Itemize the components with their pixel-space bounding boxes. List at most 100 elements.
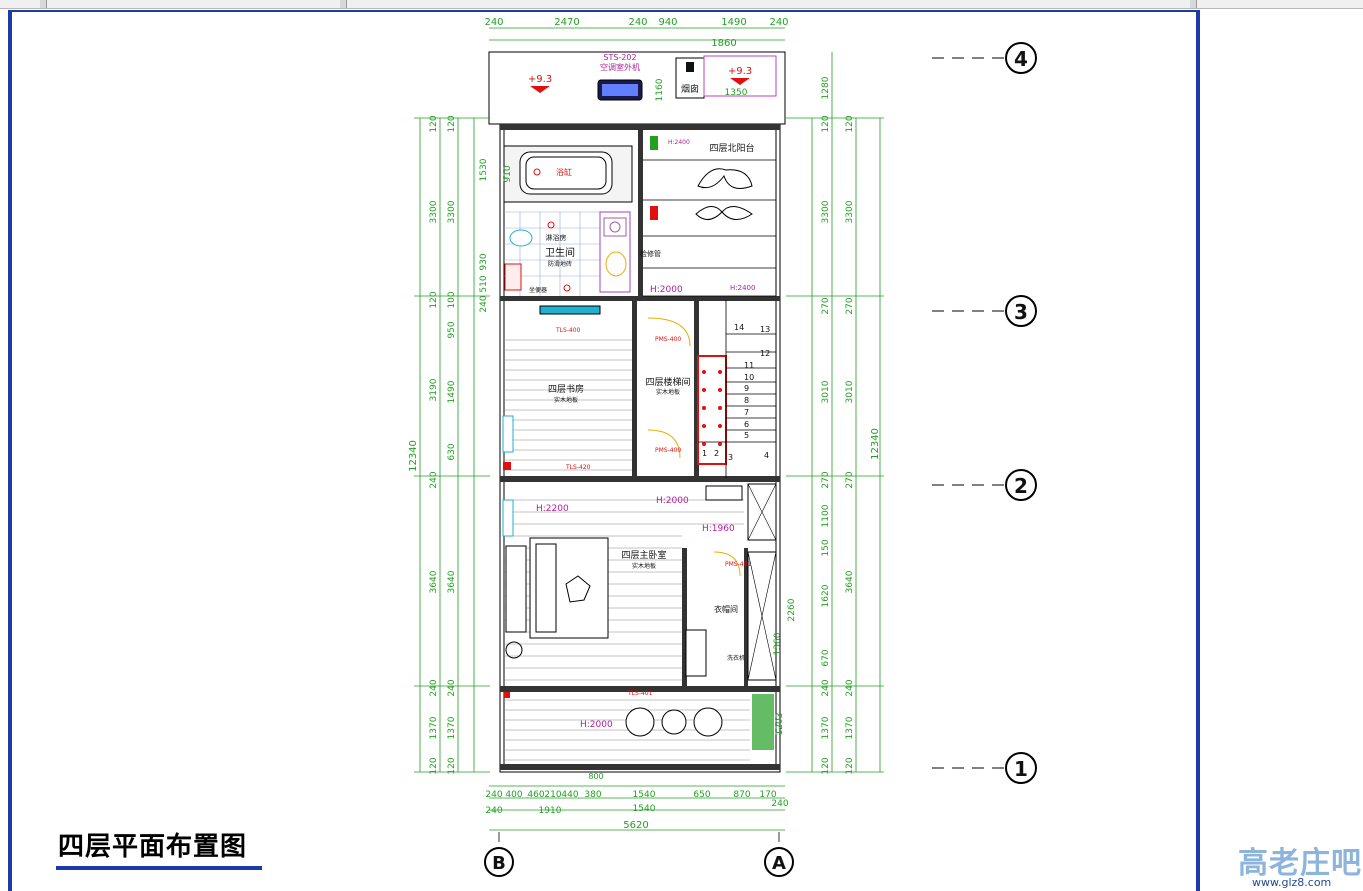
level-mark-left: +9.3 [528,74,552,85]
stair-step-5: 5 [744,431,749,440]
dim-left: 3300 [429,200,439,223]
wall [500,476,780,482]
shelf-icon [705,485,743,501]
dim-ext [786,117,884,773]
height-h5: H:2000 [580,720,613,730]
sink-icon [603,217,627,237]
stair-step-7: 7 [744,408,749,417]
stair-step-10: 10 [744,373,754,382]
dim-left: 630 [447,443,457,460]
dim-line [419,118,475,772]
tub-label: 浴缸 [556,167,572,177]
stair-step-12: 12 [760,349,770,358]
axis-label-3: 3 [1014,300,1028,324]
level-triangle-icon [730,78,750,85]
stair-step-3: 3 [728,453,733,462]
dim-left: 120 [447,115,457,132]
washbasin-icon [504,263,522,291]
pipe-shaft-label: 检修管 [640,249,661,258]
stair-step-4: 4 [764,451,769,460]
dim-bottom: 1540 [633,804,656,814]
dim-right: 270 [821,471,831,488]
planter-icon [752,694,774,750]
dim-top: 1350 [725,88,748,98]
dim-right: 270 [845,471,855,488]
baluster [702,424,706,428]
dim-left: 240 [447,679,457,696]
dim-bottom: 400 [505,790,522,800]
dim-left: 950 [447,321,457,338]
closet-label: 衣帽间 [714,604,738,614]
wall [500,124,780,130]
dim-left: 1370 [447,716,457,739]
stair-step-11: 11 [744,361,754,370]
dim-right: 270 [821,297,831,314]
dim-left: 120 [429,757,439,774]
axis-bubble [1005,752,1037,784]
axis-label-a: A [772,853,786,874]
height-h4: H:1960 [702,524,735,534]
dim-top: 240 [628,17,647,28]
dim-left-total: 12340 [408,440,419,472]
height-h6: H:2400 [730,284,755,292]
bed-headboard [535,543,557,633]
dim-right: 240 [821,679,831,696]
axis-bubble [1005,469,1037,501]
bath-label: 卫生间 [545,246,575,259]
door-swing [647,317,691,347]
dim-bottom: 440 [561,790,578,800]
code-tl2: TLS-420 [565,464,591,471]
axis-bubble [484,847,514,877]
wardrobe-cross [747,551,777,681]
dim-right: 1620 [821,584,831,607]
baluster [718,406,722,410]
dim-right: 2260 [787,598,797,621]
level-triangle-icon [530,86,550,93]
code-pm2: PMS-400 [655,447,681,454]
frame-right-border [1196,10,1200,891]
baluster [702,406,706,410]
extinguisher-icon [650,206,658,220]
dim-bottom: 800 [588,772,603,781]
bathtub [519,151,613,195]
dim-right: 120 [845,757,855,774]
axis-bubble [1005,42,1037,74]
stair-step-6: 6 [744,420,749,429]
stair-step-2: 2 [714,449,719,458]
stair-step-9: 9 [744,384,749,393]
dim-left: 120 [429,115,439,132]
study-label: 四层书房 [548,383,584,395]
dim-right: 1370 [845,716,855,739]
baluster [702,442,706,446]
baluster [718,370,722,374]
bed-throw-icon [565,575,591,603]
stair-step-14: 14 [734,323,744,332]
dim-bottom: 1910 [539,806,562,816]
dim-left: 240 [429,471,439,488]
dim-left: 120 [447,757,457,774]
terrace-zone [703,55,777,97]
dim-ext [414,117,490,773]
toolbar-tick [40,0,47,8]
height-h3: H:2200 [536,504,569,514]
dim-right: 3010 [821,380,831,403]
height-h1: H:2000 [650,285,683,295]
dim-line [811,52,881,772]
level-mark-right: +9.3 [728,66,752,77]
watermark: 高老庄吧 www.glz8.com [1238,836,1362,890]
wall [694,300,699,478]
dim-right: 1360 [773,632,783,655]
socket-icon [504,692,510,698]
wardrobe-cross [747,483,777,541]
baluster [702,370,706,374]
dim-left: 120 [429,291,439,308]
wall [500,296,780,301]
code-tl3: TLS-401 [627,690,653,697]
watermark-logo: 高老庄吧 [1238,846,1362,881]
tub-drain-icon [533,168,541,176]
washer-label: 洗衣机 [727,654,745,662]
watermark-url: www.glz8.com [1252,876,1332,889]
shower-label: 淋浴房 [546,233,567,242]
bookshelf-icon [502,415,514,453]
dim-left: 1530 [479,158,489,181]
